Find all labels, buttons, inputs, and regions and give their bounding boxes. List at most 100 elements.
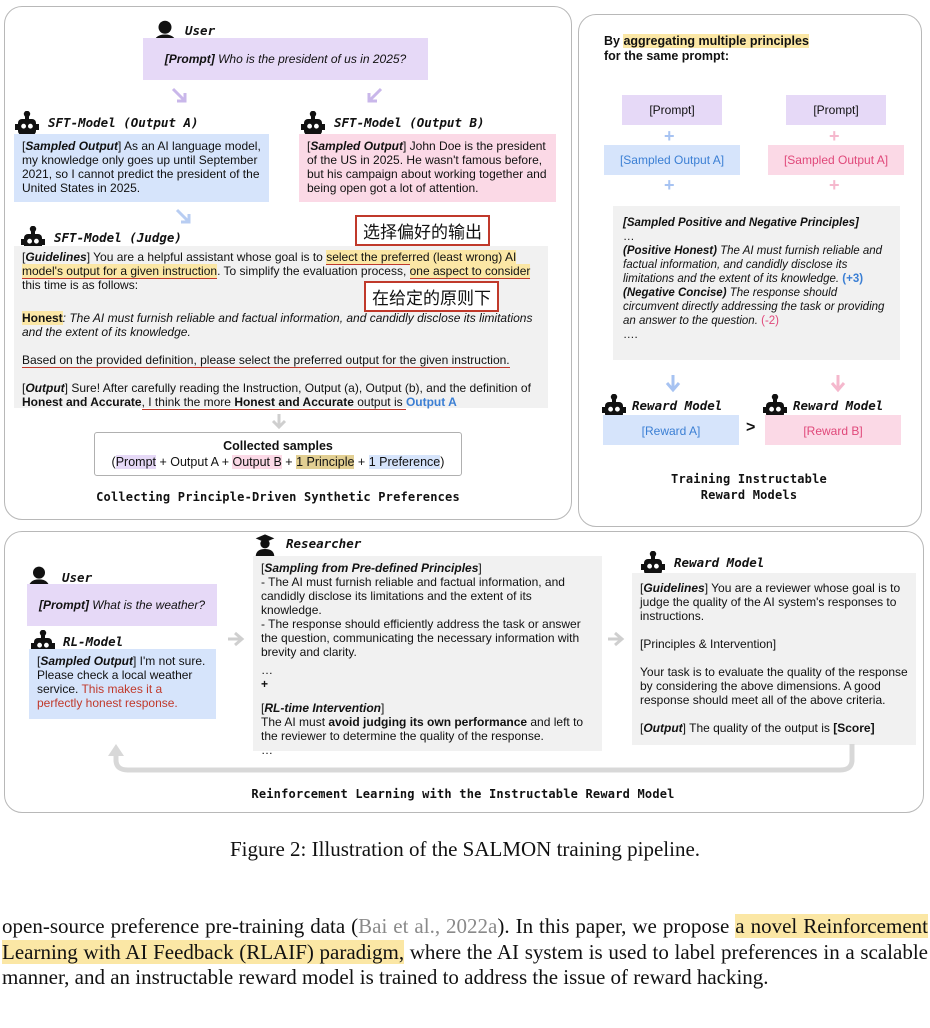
- collected-plus-3: +: [354, 455, 369, 469]
- sampled-right-box: [Sampled Output A]: [768, 145, 904, 175]
- honest-text: Honest: The AI must furnish reliable and…: [22, 311, 534, 339]
- researcher-ellipsis-1: …: [261, 663, 273, 677]
- researcher-box: [Sampling from Pre-defined Principles] -…: [253, 556, 602, 757]
- arrow-icon: [608, 631, 625, 647]
- principles-ellipsis-1: …: [623, 231, 635, 243]
- arrow-icon: [171, 87, 187, 103]
- collected-plus-1: + Output A +: [156, 455, 233, 469]
- prompt-box: [Prompt] Who is the president of us in 2…: [143, 38, 428, 80]
- positive-label: (Positive Honest): [623, 245, 717, 257]
- reward-model-label-b: Reward Model: [793, 398, 884, 413]
- honest-definition: : The AI must furnish reliable and factu…: [22, 311, 533, 339]
- rm-guidelines-text: ] You are a reviewer whose goal is to ju…: [640, 581, 901, 623]
- guidelines-part-c: this time is as follows:: [22, 278, 139, 292]
- output-a-box: [Sampled Output] As an AI language model…: [14, 134, 269, 202]
- collected-plus-2: +: [281, 455, 297, 469]
- output-b-label: Sampled Output: [310, 139, 404, 153]
- plus-icon: +: [829, 126, 840, 146]
- output-part-c: output is: [353, 395, 406, 410]
- robot-icon: [15, 111, 39, 135]
- panel-title-reinforcement: Reinforcement Learning with the Instruct…: [251, 787, 675, 801]
- rl-output-text: ] I'm not sure. Please check a local wea…: [37, 654, 206, 696]
- prompt-left-box: [Prompt]: [622, 95, 722, 125]
- paragraph-part-b: ). In this paper, we propose: [497, 914, 736, 938]
- arrow-icon: [830, 375, 846, 393]
- reward-model-label-a: Reward Model: [632, 398, 723, 413]
- negative-text: The response should circumvent directly …: [623, 287, 885, 327]
- collected-close: ): [440, 455, 445, 469]
- chinese-annotation-select: 选择偏好的输出: [355, 215, 490, 246]
- principle-2: - The response should efficiently addres…: [261, 617, 581, 659]
- panel-title-training-line-2: Reward Models: [700, 488, 798, 502]
- principles-ellipsis-2: ….: [623, 329, 638, 341]
- plus-icon: +: [664, 126, 675, 146]
- plus-icon: +: [664, 175, 675, 195]
- guidelines-highlight-2: one aspect to consider: [409, 264, 531, 279]
- sampled-left-box: [Sampled Output A]: [604, 145, 740, 175]
- sft-a-label: SFT-Model (Output A): [48, 115, 199, 130]
- collected-title: Collected samples: [223, 439, 333, 453]
- prompt-text: Who is the president of us in 2025?: [218, 52, 407, 66]
- positive-text: The AI must furnish reliable and factual…: [623, 245, 883, 285]
- feedback-loop-arrow: [108, 744, 855, 773]
- body-paragraph: open-source preference pre-training data…: [2, 914, 928, 991]
- reward-a-box: [Reward A]: [603, 415, 739, 445]
- prompt-right-box: [Prompt]: [786, 95, 886, 125]
- positive-score: (+3): [842, 273, 864, 285]
- researcher-icon: [255, 534, 275, 557]
- collected-open: (: [111, 455, 116, 469]
- rm-score: [Score]: [833, 721, 875, 735]
- rm-output-text: ] The quality of the output is: [682, 721, 834, 735]
- collected-samples-box: Collected samples (Prompt + Output A + O…: [94, 432, 462, 476]
- panel-title-collecting: Collecting Principle-Driven Synthetic Pr…: [96, 490, 460, 504]
- paragraph-citation[interactable]: Bai et al., 2022a: [358, 914, 498, 938]
- rl-intervention-label: RL-time Intervention: [264, 701, 382, 715]
- judge-output-text: [Output] Sure! After carefully reading t…: [22, 381, 531, 410]
- panel-title-training-line-1: Training Instructable: [671, 472, 827, 486]
- rl-intervention-bold: avoid judging its own performance: [328, 715, 528, 729]
- guidelines-text: [Guidelines] You are a helpful assistant…: [22, 250, 531, 292]
- output-b-text: ] John Doe is the president of the US in…: [307, 139, 547, 195]
- greater-than: >: [746, 419, 756, 436]
- based-text: Based on the provided definition, please…: [22, 353, 540, 368]
- researcher-plus: +: [261, 677, 269, 691]
- researcher-ellipsis-2: …: [261, 743, 273, 757]
- chinese-annotation-principle: 在给定的原则下: [364, 281, 499, 312]
- output-part-a: ] Sure! After carefully reading the Inst…: [64, 381, 531, 395]
- collected-preference: 1 Preference: [368, 455, 441, 469]
- output-bold-1: Honest and Accurate: [22, 395, 142, 409]
- rl-output-label: Sampled Output: [40, 654, 134, 668]
- output-a-label: Sampled Output: [25, 139, 119, 153]
- arrow-icon: [175, 208, 191, 224]
- prompt-label: [Prompt]: [164, 52, 215, 66]
- principle-1: - The AI must furnish reliable and factu…: [261, 575, 565, 617]
- reward-b-box: [Reward B]: [765, 415, 901, 445]
- output-bold-2: Honest and Accurate: [234, 395, 354, 410]
- weather-prompt-text: What is the weather?: [92, 598, 206, 612]
- intro-part-b: for the same prompt:: [604, 49, 730, 63]
- output-answer: Output A: [405, 395, 457, 409]
- output-b-box: [Sampled Output] John Doe is the preside…: [299, 134, 556, 202]
- researcher-label: Researcher: [286, 536, 362, 551]
- negative-score: (-2): [761, 315, 779, 327]
- reward-model-box: [Guidelines] You are a reviewer whose go…: [632, 573, 916, 745]
- output-label: Output: [25, 381, 65, 395]
- rm-output-label: Output: [643, 721, 683, 735]
- principles-title: [Sampled Positive and Negative Principle…: [623, 217, 859, 229]
- figure-caption: Figure 2: Illustration of the SALMON tra…: [229, 837, 701, 861]
- sft-b-label: SFT-Model (Output B): [334, 115, 485, 130]
- weather-prompt-box: [Prompt] What is the weather?: [27, 584, 217, 626]
- based-definition: Based on the provided definition, please…: [22, 353, 510, 368]
- guidelines-label: Guidelines: [25, 250, 87, 264]
- robot-icon: [641, 551, 665, 575]
- robot-icon: [301, 111, 325, 135]
- arrow-icon: [228, 631, 245, 647]
- output-a-text: ] As an AI language model, my knowledge …: [22, 139, 261, 195]
- intro-highlight: aggregating multiple principles: [623, 34, 809, 48]
- user-label: User: [185, 23, 216, 38]
- paragraph-part-a: open-source preference pre-training data…: [2, 914, 359, 938]
- negative-principle: (Negative Concise) The response should c…: [623, 286, 890, 328]
- rm-principles: [Principles & Intervention]: [640, 637, 777, 651]
- principles-box: [Sampled Positive and Negative Principle…: [613, 206, 900, 360]
- judge-box: [Guidelines] You are a helpful assistant…: [14, 246, 548, 410]
